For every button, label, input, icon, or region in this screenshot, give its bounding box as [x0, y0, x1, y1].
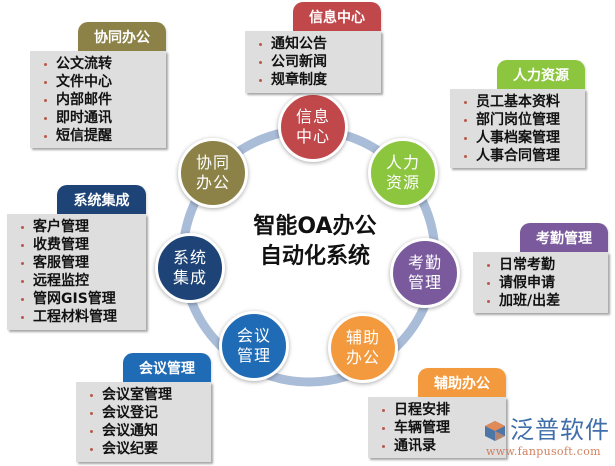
list-item: 人事合同管理: [462, 147, 585, 165]
list-item: 员工基本资料: [462, 93, 585, 111]
panel-title: 系统集成: [57, 185, 146, 214]
node-system-integration[interactable]: 系统 集成: [155, 233, 225, 303]
list-item: 公文流转: [42, 55, 166, 73]
panel-list: 客户管理 收费管理 客服管理 远程监控 管网GIS管理 工程材料管理: [7, 214, 146, 330]
panel-list: 公文流转 文件中心 内部邮件 即时通讯 短信提醒: [30, 51, 166, 148]
list-item: 部门岗位管理: [462, 111, 585, 129]
list-item: 客户管理: [19, 218, 146, 236]
list-item: 日常考勤: [485, 256, 608, 274]
node-assist-office[interactable]: 辅助 办公: [328, 313, 398, 383]
panel-title: 人力资源: [497, 60, 585, 89]
node-label: 会议: [236, 326, 271, 345]
list-item: 车辆管理: [380, 419, 506, 437]
list-item: 会议登记: [88, 404, 211, 422]
panel-list: 日常考勤 请假申请 加班/出差: [473, 252, 608, 313]
panel-title: 信息中心: [293, 2, 381, 31]
node-label: 管理: [236, 346, 271, 365]
list-item: 规章制度: [257, 71, 381, 89]
list-item: 文件中心: [42, 73, 166, 91]
node-hr[interactable]: 人力 资源: [368, 138, 438, 208]
node-info-center[interactable]: 信息 中心: [278, 92, 348, 162]
list-item: 管网GIS管理: [19, 290, 146, 308]
logo-mark-icon: [485, 421, 505, 441]
list-item: 工程材料管理: [19, 308, 146, 326]
node-label: 考勤: [407, 253, 442, 272]
node-label: 办公: [345, 348, 380, 367]
node-label: 辅助: [345, 328, 380, 347]
logo-url: www.fanpusoft.com: [486, 445, 601, 458]
node-label: 人力: [385, 153, 420, 172]
panel-title: 考勤管理: [520, 223, 608, 252]
logo-name: 泛普软件: [510, 416, 610, 444]
list-item: 即时通讯: [42, 109, 166, 127]
node-label: 信息: [295, 107, 330, 126]
list-item: 加班/出差: [485, 292, 608, 310]
node-collab-office[interactable]: 协同 办公: [178, 138, 248, 208]
panel-list: 会议室管理 会议登记 会议通知 会议纪要: [76, 382, 211, 462]
list-item: 内部邮件: [42, 91, 166, 109]
list-item: 通讯录: [380, 437, 506, 455]
list-item: 会议通知: [88, 422, 211, 440]
node-attendance[interactable]: 考勤 管理: [390, 238, 460, 308]
list-item: 短信提醒: [42, 127, 166, 145]
list-item: 客服管理: [19, 254, 146, 272]
panel-title: 协同办公: [78, 22, 166, 51]
list-item: 人事档案管理: [462, 129, 585, 147]
panel-list: 员工基本资料 部门岗位管理 人事档案管理 人事合同管理: [450, 89, 585, 168]
list-item: 日程安排: [380, 401, 506, 419]
panel-list: 通知公告 公司新闻 规章制度: [245, 31, 381, 93]
node-meeting[interactable]: 会议 管理: [219, 311, 289, 381]
list-item: 通知公告: [257, 35, 381, 53]
center-title-line2: 自动化系统: [259, 244, 370, 269]
fanpusoft-logo: 泛普软件 www.fanpusoft.com: [484, 414, 612, 462]
node-label: 中心: [295, 127, 330, 146]
panel-title: 会议管理: [123, 353, 211, 382]
list-item: 收费管理: [19, 236, 146, 254]
node-label: 办公: [195, 173, 230, 192]
node-label: 资源: [385, 173, 420, 192]
list-item: 请假申请: [485, 274, 608, 292]
panel-title: 辅助办公: [418, 368, 506, 397]
node-label: 管理: [407, 273, 442, 292]
node-label: 集成: [172, 268, 207, 287]
list-item: 会议室管理: [88, 386, 211, 404]
node-label: 系统: [172, 248, 207, 267]
center-title: 智能OA办公 自动化系统: [240, 212, 390, 272]
node-label: 协同: [195, 153, 230, 172]
list-item: 公司新闻: [257, 53, 381, 71]
list-item: 远程监控: [19, 272, 146, 290]
list-item: 会议纪要: [88, 440, 211, 458]
center-title-line1: 智能OA办公: [253, 214, 377, 239]
panel-list: 日程安排 车辆管理 通讯录: [368, 397, 506, 458]
